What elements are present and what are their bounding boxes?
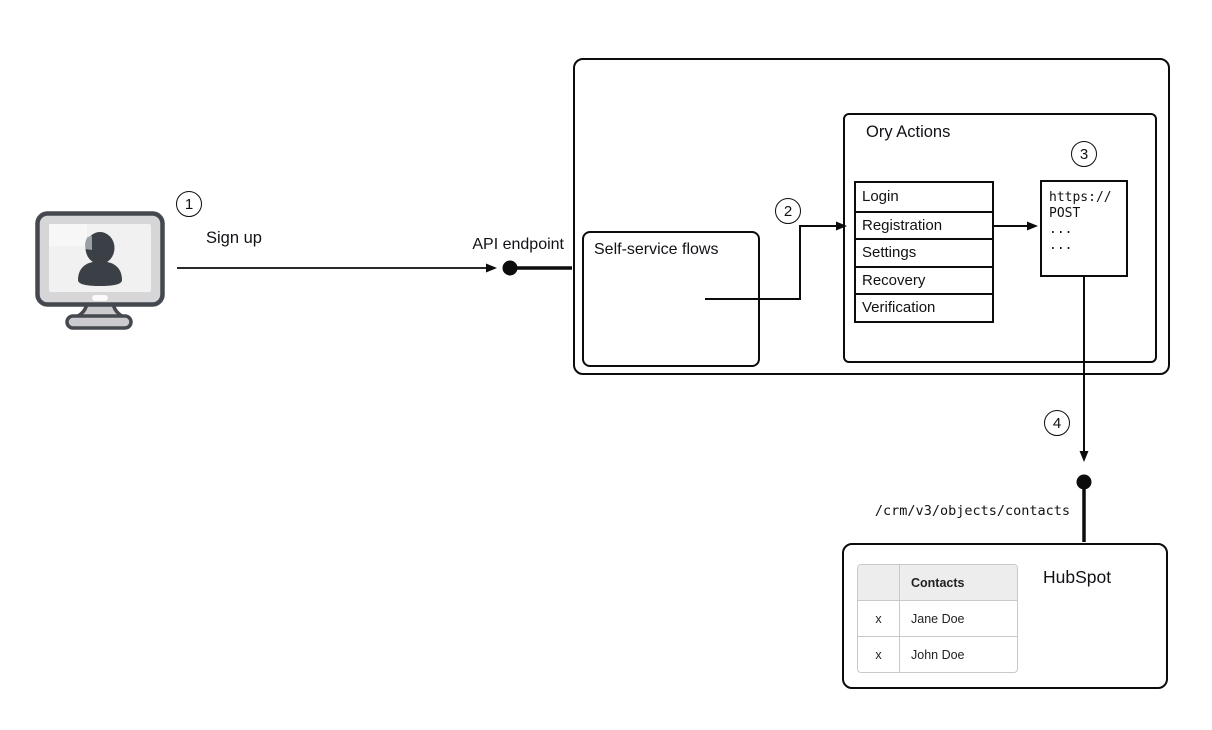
- flows-menu: Login Registration Settings Recovery Ver…: [854, 181, 994, 323]
- contacts-row: x John Doe: [858, 636, 1017, 672]
- self-service-flows-label: Self-service flows: [594, 241, 719, 258]
- contact-name: Jane Doe: [911, 611, 965, 626]
- contacts-header-empty-cell: [858, 565, 900, 600]
- flow-item-registration: Registration: [856, 210, 992, 238]
- api-endpoint-dot: [502, 260, 518, 276]
- flow-item-verification: Verification: [856, 293, 992, 321]
- step-1-badge: 1: [176, 191, 202, 217]
- ory-actions-title: Ory Actions: [866, 123, 951, 141]
- step-2-badge: 2: [775, 198, 801, 224]
- contacts-table: Contacts x Jane Doe x John Doe: [857, 564, 1018, 673]
- code-line: ...: [1049, 222, 1073, 237]
- flow-item-login: Login: [856, 183, 992, 211]
- code-line: https://: [1049, 190, 1112, 205]
- flow-item-recovery: Recovery: [856, 265, 992, 293]
- crm-endpoint-dot: [1076, 474, 1092, 490]
- contact-name: John Doe: [911, 647, 965, 662]
- hubspot-box: Contacts x Jane Doe x John Doe: [842, 543, 1168, 689]
- hubspot-title: HubSpot: [1043, 567, 1112, 587]
- flow-item-settings: Settings: [856, 238, 992, 266]
- code-line: POST: [1049, 206, 1081, 221]
- step-3-badge: 3: [1071, 141, 1097, 167]
- user-computer-icon: [35, 211, 165, 330]
- api-endpoint-label: API endpoint: [472, 236, 564, 253]
- contacts-header-label: Contacts: [911, 575, 965, 590]
- contacts-header-row: Contacts: [858, 565, 1017, 600]
- contact-checkbox-cell: x: [858, 601, 900, 636]
- crm-path-label: /crm/v3/objects/contacts: [874, 503, 1070, 519]
- step-4-badge: 4: [1044, 410, 1070, 436]
- contact-checkbox-cell: x: [858, 637, 900, 672]
- sign-up-label: Sign up: [206, 229, 262, 247]
- code-line: ...: [1049, 238, 1073, 253]
- contacts-row: x Jane Doe: [858, 600, 1017, 636]
- webhook-code-box: https:// POST ... ...: [1040, 180, 1128, 277]
